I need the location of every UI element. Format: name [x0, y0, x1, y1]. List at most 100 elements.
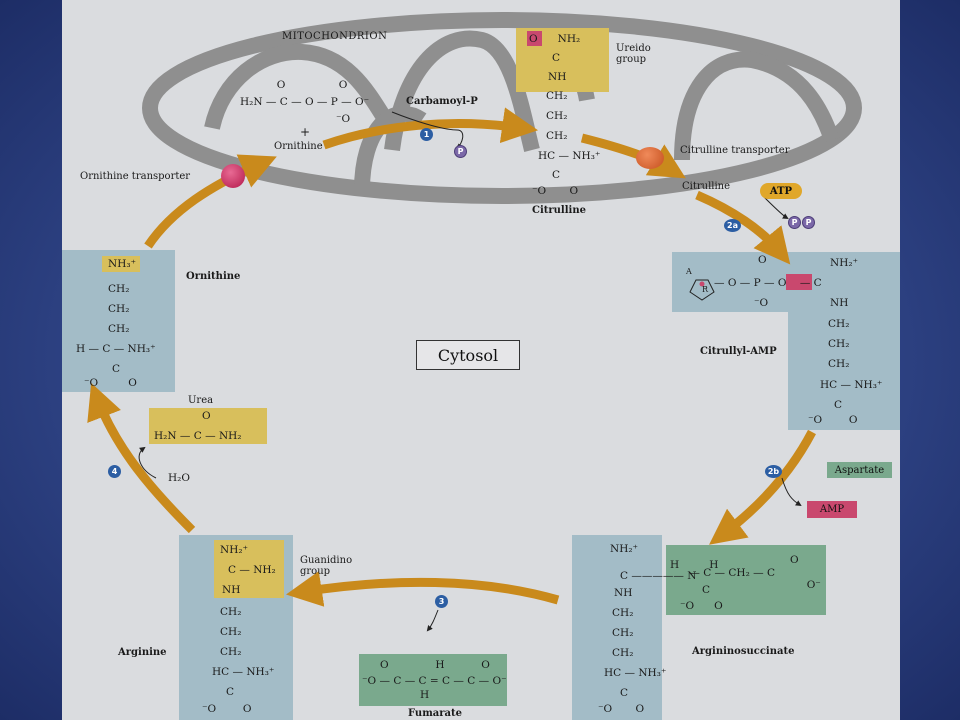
- arginine-label: Arginine: [118, 647, 167, 658]
- step-2a-badge: 2a: [724, 219, 741, 232]
- citrullyl-nh: NH: [830, 297, 849, 309]
- citrullyl-carboxyl: ⁻O O: [808, 414, 858, 426]
- carbamoyl-p-top-o: O O: [240, 79, 348, 91]
- succinate-group-box: [666, 545, 826, 615]
- pyrophosphate-icon-1: P: [788, 216, 801, 229]
- ornithine-box: [62, 250, 175, 392]
- citrulline-carboxyl: ⁻O O: [532, 185, 579, 197]
- step-4-badge: 4: [108, 465, 121, 478]
- urea-o: O: [202, 410, 211, 422]
- arginine-nh2: NH₂⁺: [220, 544, 249, 556]
- fumarate-structure: ⁻O — C — C = C — C — O⁻: [362, 675, 507, 687]
- argsucc-ch2-2: CH₂: [612, 627, 634, 639]
- ornithine-carboxyl: ⁻O O: [84, 377, 137, 389]
- plus-sign: +: [300, 125, 311, 139]
- guanidino-box: [214, 540, 284, 598]
- ornithine-ch2-2: CH₂: [108, 303, 130, 315]
- carbamoyl-p-bottom-o: ⁻O: [336, 113, 351, 125]
- citrullyl-p-bottom-o: ⁻O: [754, 297, 769, 309]
- arginine-alpha: HC — NH₃⁺: [212, 666, 275, 678]
- step-3-badge: 3: [435, 595, 448, 608]
- fumarate-box: [359, 654, 507, 706]
- ureido-o-highlight: [527, 31, 542, 46]
- guanidino-group-label: Guanidino group: [300, 555, 353, 577]
- argininosuccinate-label: Argininosuccinate: [692, 646, 795, 657]
- argsucc-c-n: C ————— N: [620, 570, 697, 582]
- pyrophosphate-icon-2: P: [802, 216, 815, 229]
- argsucc-ch2-1: CH₂: [612, 607, 634, 619]
- argsucc-side-o-minus: O⁻: [790, 579, 821, 591]
- ornithine-ch2-1: CH₂: [108, 283, 130, 295]
- citrulline-ureido-top: O NH₂: [529, 33, 581, 45]
- ornithine-transporter-icon: [221, 164, 245, 188]
- arginine-ch2-2: CH₂: [220, 626, 242, 638]
- citrullyl-phosphate: — O — P — O — C: [714, 277, 822, 289]
- water-label: H₂O: [168, 472, 190, 484]
- arginine-carboxyl: ⁻O O: [202, 703, 252, 715]
- fumarate-h: H: [420, 689, 430, 701]
- argsucc-succinate: — C — CH₂ — C: [676, 567, 776, 579]
- citrulline-ch2-1: CH₂: [546, 90, 568, 102]
- argsucc-nh: NH: [614, 587, 633, 599]
- citrullyl-ch2-3: CH₂: [828, 358, 850, 370]
- arginine-nh: NH: [222, 584, 241, 596]
- citrullyl-ch2-1: CH₂: [828, 318, 850, 330]
- citrullyl-carboxyl-c: C: [834, 399, 843, 411]
- argsucc-carboxyl: ⁻O O: [598, 703, 645, 715]
- citrulline-transporter-label: Citrulline transporter: [680, 145, 790, 156]
- fumarate-label: Fumarate: [408, 708, 462, 719]
- ureido-group-label: Ureido group: [616, 43, 651, 65]
- citrulline-nh: NH: [548, 71, 567, 83]
- ornithine-carboxyl-c: C: [112, 363, 121, 375]
- citrullyl-o-highlight: [786, 274, 812, 290]
- step-1-badge: 1: [420, 128, 433, 141]
- adenine-a-label: A: [686, 267, 692, 276]
- argininosuccinate-box: [572, 535, 662, 720]
- argsucc-carboxyl-c: C: [620, 687, 629, 699]
- arginine-guanidino-c: C — NH₂: [228, 564, 276, 576]
- urea-box: [149, 408, 267, 444]
- citrulline-cyto-label: Citrulline: [682, 181, 731, 192]
- citrulline-carboxyl-c: C: [552, 169, 561, 181]
- arginine-ch2-3: CH₂: [220, 646, 242, 658]
- slide: MITOCHONDRION O O H₂N — C — O — P — O⁻ ⁻…: [62, 0, 900, 720]
- argsucc-alpha: HC — NH₃⁺: [604, 667, 667, 679]
- argsucc-c2: C: [702, 584, 711, 596]
- amp-badge: AMP: [807, 501, 857, 518]
- urea-structure: H₂N — C — NH₂: [154, 430, 242, 442]
- argsucc-nh2: NH₂⁺: [610, 543, 639, 555]
- fumarate-top-o: O H O: [380, 659, 490, 671]
- mitochondrion-label: MITOCHONDRION: [282, 31, 388, 42]
- citrullyl-alpha: HC — NH₃⁺: [820, 379, 883, 391]
- ornithine-nh3: NH₃⁺: [108, 258, 137, 270]
- ornithine-ch2-3: CH₂: [108, 323, 130, 335]
- aspartate-badge: Aspartate: [827, 462, 892, 478]
- ornithine-transporter-label: Ornithine transporter: [80, 171, 191, 182]
- ornithine-amino-highlight: [102, 256, 140, 272]
- citrullyl-amp-label: Citrullyl-AMP: [700, 346, 777, 357]
- cycle-arrows: [87, 107, 816, 632]
- citrullyl-nh2: NH₂⁺: [830, 257, 859, 269]
- citrulline-alpha: HC — NH₃⁺: [538, 150, 601, 162]
- citrulline-ch2-3: CH₂: [546, 130, 568, 142]
- citrulline-mito-label: Citrulline: [532, 205, 586, 216]
- ornithine-cyto-label: Ornithine: [186, 271, 241, 282]
- ornithine-mito-label: Ornithine: [274, 141, 323, 152]
- citrullyl-ch2-2: CH₂: [828, 338, 850, 350]
- citrullyl-p-top-o: O: [758, 254, 767, 266]
- step-2b-badge: 2b: [765, 465, 782, 478]
- arginine-ch2-1: CH₂: [220, 606, 242, 618]
- atp-badge: ATP: [760, 183, 802, 199]
- ribose-r-label: R: [702, 285, 709, 294]
- urea-label: Urea: [188, 395, 214, 406]
- argsucc-o2: ⁻O O: [680, 600, 723, 612]
- citrulline-transporter-icon: [636, 147, 664, 169]
- arginine-carboxyl-c: C: [226, 686, 235, 698]
- ornithine-alpha: H — C — NH₃⁺: [76, 343, 156, 355]
- argsucc-h: H H: [670, 559, 719, 571]
- cytosol-label: Cytosol: [416, 340, 520, 370]
- argsucc-ch2-3: CH₂: [612, 647, 634, 659]
- citrulline-ch2-2: CH₂: [546, 110, 568, 122]
- citrulline-c: C: [552, 52, 561, 64]
- argsucc-side-o: O: [790, 554, 799, 566]
